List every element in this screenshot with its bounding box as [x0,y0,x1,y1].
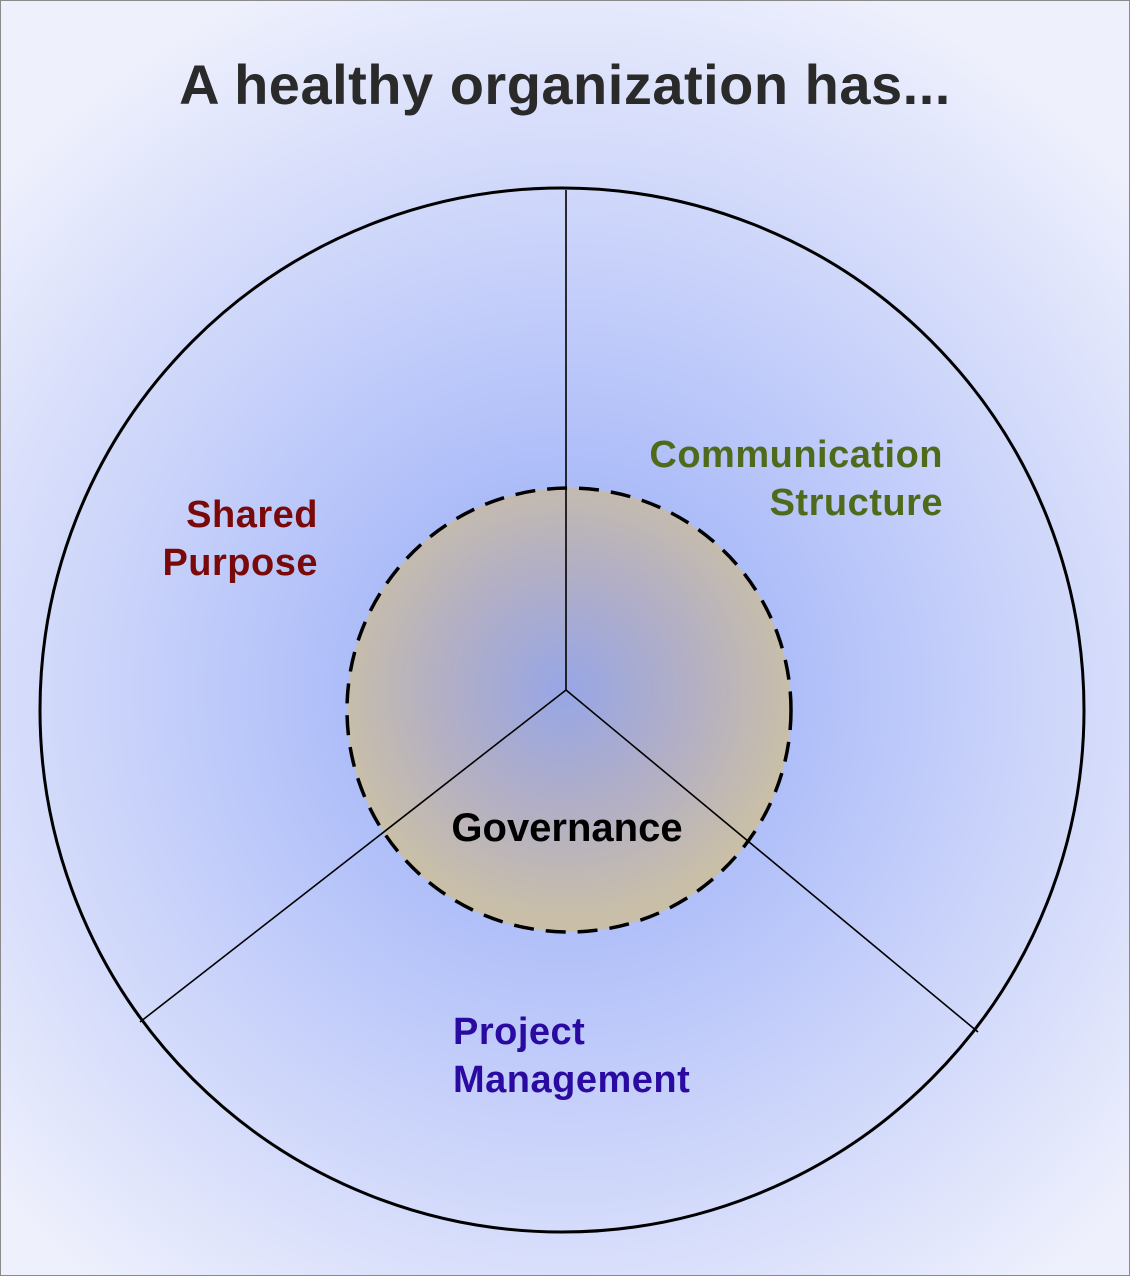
project-management-line-2: Management [453,1059,691,1101]
governance-label: Governance [451,806,683,850]
project-management-line-1: Project [453,1011,586,1053]
divider-right [565,689,979,1033]
shared-purpose-line-1: Shared [186,494,318,536]
outer-circle [38,186,1086,1234]
shared-purpose-line-2: Purpose [162,542,318,584]
shared-purpose-label: Shared Purpose [162,491,318,587]
diagram-title: A healthy organization has... [179,53,951,116]
governance-circle [345,486,793,934]
divider-left [139,689,567,1023]
project-management-label: Project Management [453,1008,690,1104]
communication-structure-label: Communication Structure [649,431,943,527]
communication-structure-line-2: Structure [769,482,943,524]
communication-structure-line-1: Communication [649,434,943,476]
